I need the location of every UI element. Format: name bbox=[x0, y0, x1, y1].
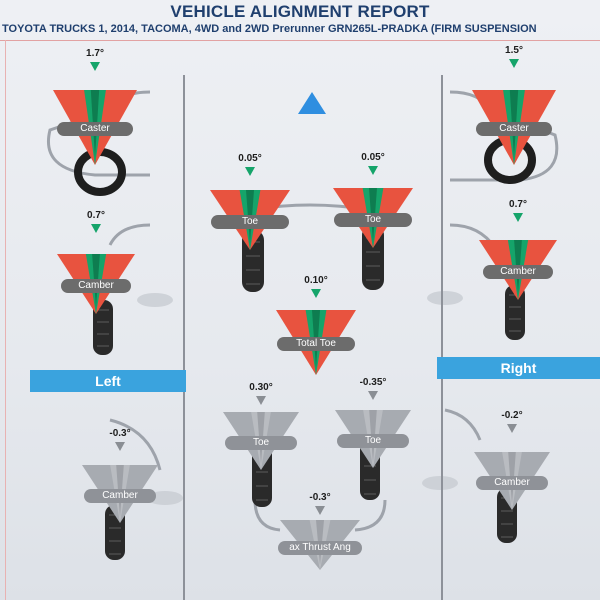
right-camber-label: Camber bbox=[483, 265, 553, 280]
rear-right-toe-pointer-icon bbox=[368, 391, 378, 400]
max-thrust-angle-pointer-icon bbox=[315, 506, 325, 515]
rear-left-toe-value: 0.30° bbox=[249, 382, 273, 393]
front-right-toe-label: Toe bbox=[334, 213, 412, 228]
left-side-banner: Left bbox=[30, 370, 186, 392]
rear-left-camber-value: -0.3° bbox=[109, 428, 131, 439]
right-caster-value: 1.5° bbox=[505, 45, 523, 56]
total-toe-label: Total Toe bbox=[277, 337, 355, 352]
right-camber-pointer-icon bbox=[513, 213, 523, 222]
right-side-banner: Right bbox=[437, 357, 600, 379]
header-rule bbox=[0, 40, 600, 41]
left-divider-line bbox=[183, 75, 185, 600]
rear-left-camber-label: Camber bbox=[84, 489, 156, 504]
rear-left-toe-label: Toe bbox=[225, 436, 297, 451]
left-camber-label: Camber bbox=[61, 279, 131, 294]
total-toe-value: 0.10° bbox=[304, 275, 328, 286]
right-caster-pointer-icon bbox=[509, 59, 519, 68]
total-toe-pointer-icon bbox=[311, 289, 321, 298]
max-thrust-angle-label: ax Thrust Ang bbox=[278, 541, 362, 555]
rear-left-toe-pointer-icon bbox=[256, 396, 266, 405]
right-caster-label: Caster bbox=[476, 121, 552, 136]
front-left-toe-label: Toe bbox=[211, 215, 289, 230]
rear-right-toe-value: -0.35° bbox=[359, 377, 387, 388]
left-caster-value: 1.7° bbox=[86, 48, 104, 59]
front-left-toe-pointer-icon bbox=[245, 167, 255, 176]
margin-rule bbox=[5, 40, 6, 600]
front-right-toe-pointer-icon bbox=[368, 166, 378, 175]
left-caster-label: Caster bbox=[57, 121, 133, 136]
left-camber-pointer-icon bbox=[91, 224, 101, 233]
max-thrust-angle-value: -0.3° bbox=[309, 492, 331, 503]
left-camber-value: 0.7° bbox=[87, 210, 105, 221]
front-left-toe-value: 0.05° bbox=[238, 153, 262, 164]
front-right-toe-value: 0.05° bbox=[361, 152, 385, 163]
rear-right-toe-label: Toe bbox=[337, 434, 409, 449]
rear-left-camber-pointer-icon bbox=[115, 442, 125, 451]
rear-right-camber-value: -0.2° bbox=[501, 410, 523, 421]
rear-right-camber-pointer-icon bbox=[507, 424, 517, 433]
right-divider-line bbox=[441, 75, 443, 600]
report-title: VEHICLE ALIGNMENT REPORT bbox=[170, 2, 430, 21]
forward-direction-arrow-icon bbox=[298, 92, 326, 114]
rear-right-camber-label: Camber bbox=[476, 476, 548, 491]
left-caster-pointer-icon bbox=[90, 62, 100, 71]
vehicle-subtitle: TOYOTA TRUCKS 1, 2014, TACOMA, 4WD and 2… bbox=[2, 23, 537, 35]
right-camber-value: 0.7° bbox=[509, 199, 527, 210]
